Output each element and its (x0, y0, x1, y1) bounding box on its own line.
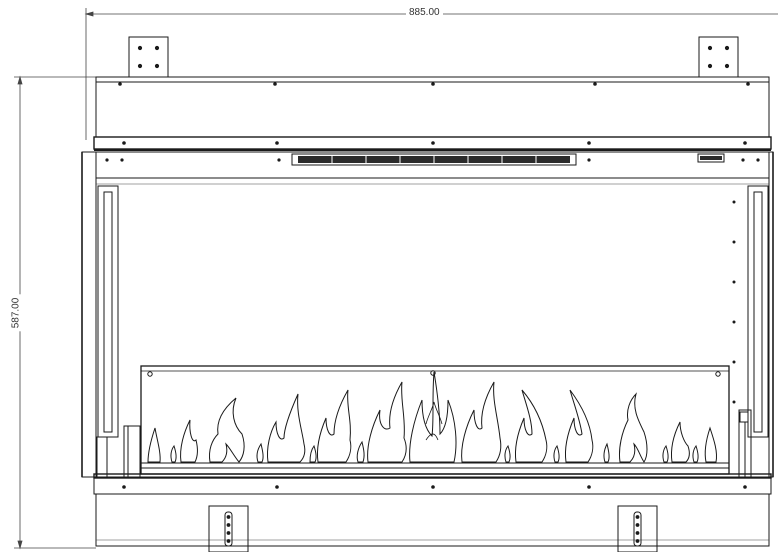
side-rail-left (96, 185, 141, 478)
vent-panel (95, 151, 770, 179)
top-housing (93, 76, 772, 151)
bottom-housing (93, 473, 772, 547)
top-housing-screws (105, 82, 760, 162)
width-dimension (84, 8, 778, 140)
bottom-foot-left (208, 505, 249, 552)
bottom-housing-screws (122, 485, 747, 489)
side-rail-right (738, 185, 769, 478)
top-bracket-right (698, 36, 739, 78)
top-bracket-left (128, 36, 169, 78)
width-dimension-label: 885.00 (406, 7, 443, 19)
firebox-inner (95, 177, 770, 478)
right-rail-holes (732, 200, 736, 404)
bottom-foot-right (617, 505, 658, 552)
flame-decoration (147, 371, 717, 463)
height-dimension-label: 587.00 (10, 294, 23, 332)
main-frame (81, 151, 774, 478)
flame-tray (140, 365, 730, 475)
